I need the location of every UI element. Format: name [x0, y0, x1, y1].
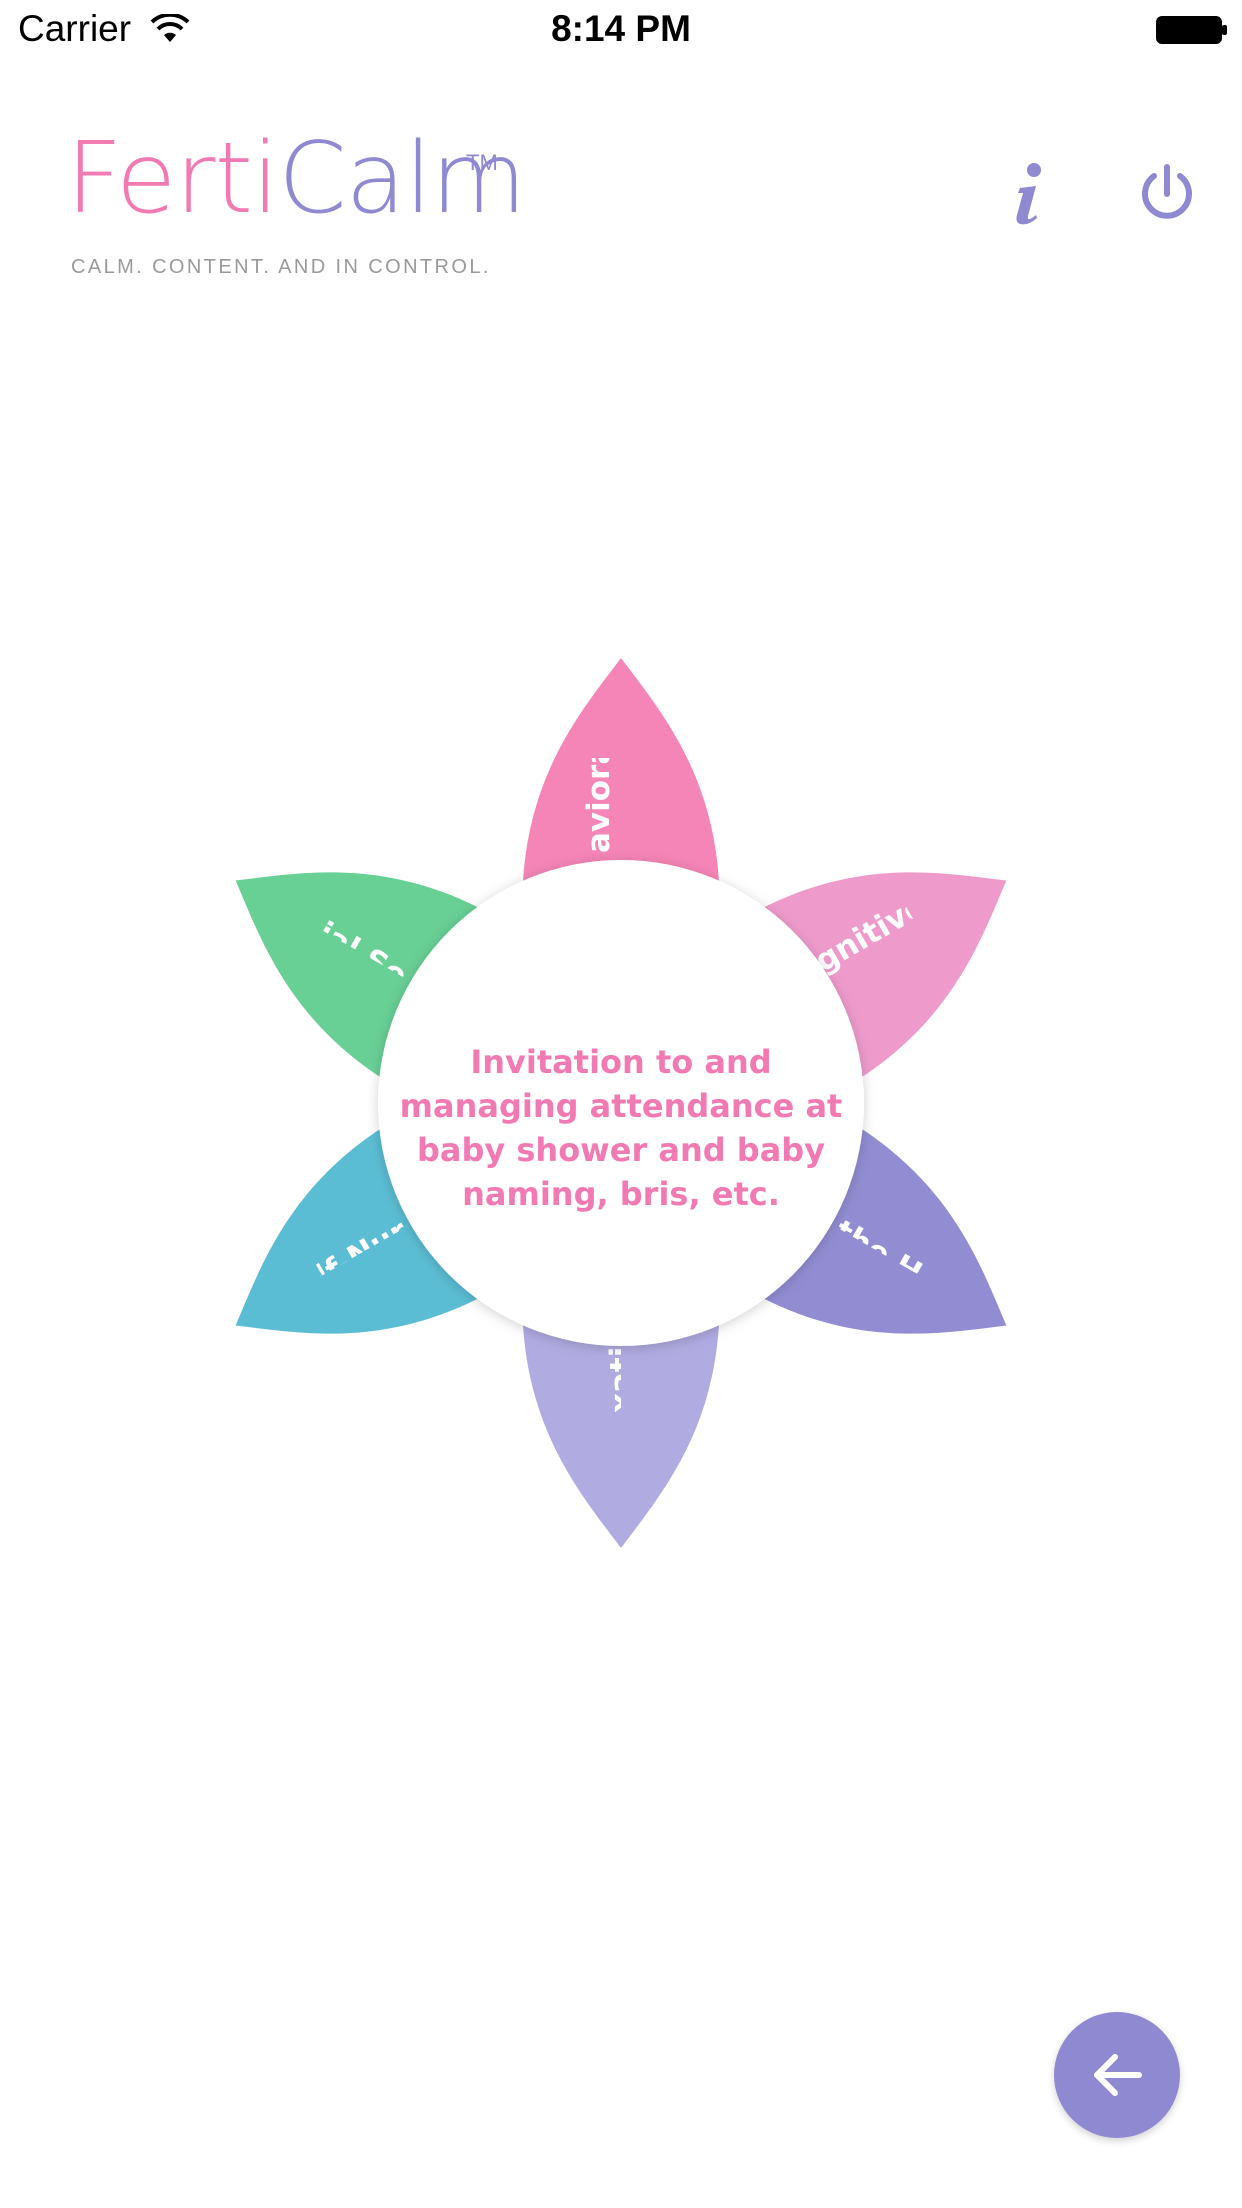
- status-time: 8:14 PM: [551, 8, 691, 49]
- battery-icon: [1156, 16, 1227, 44]
- wifi-icon: [150, 14, 190, 42]
- logout-button[interactable]: [1135, 162, 1199, 226]
- app-logo: FertiCalm: [66, 130, 526, 228]
- logo-text-calm: Calm: [278, 122, 526, 236]
- logo-text-ferti: Ferti: [66, 122, 279, 236]
- info-icon: [1016, 163, 1041, 225]
- center-circle: [378, 860, 864, 1346]
- status-bar: Carrier 8:14 PM: [0, 0, 1242, 60]
- app-tagline: CALM. CONTENT. AND IN CONTROL.: [71, 256, 491, 278]
- arrow-left-icon: [1094, 2054, 1142, 2096]
- back-button[interactable]: [1054, 2012, 1180, 2138]
- carrier-label: Carrier: [18, 8, 132, 49]
- power-icon: [1142, 164, 1192, 219]
- selected-topic-text: Invitation to and managing attendance at…: [399, 1043, 843, 1213]
- trademark-mark: TM: [466, 150, 498, 175]
- petal-label: avioralues (What: [581, 674, 653, 853]
- info-button[interactable]: [1000, 160, 1060, 230]
